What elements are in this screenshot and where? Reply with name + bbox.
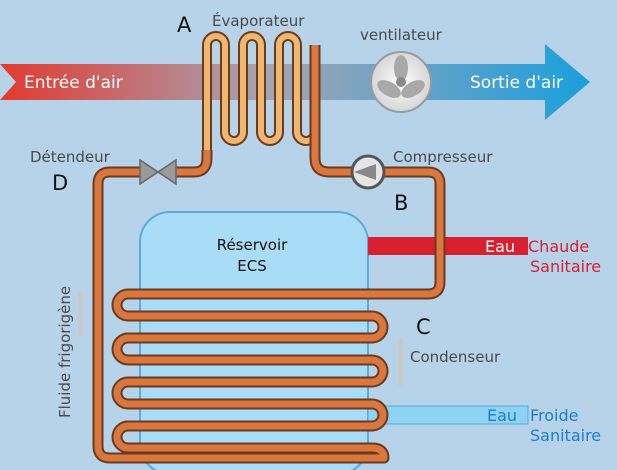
condenser-label: Condenseur [410,348,501,366]
air-out-label: Sortie d'air [470,73,563,93]
evaporator-coil [202,31,320,150]
refrigerant-circuit [92,45,446,464]
expansion-valve-label: Détendeur [30,148,111,166]
expansion-valve-icon [139,158,177,186]
condenser-guide-bar [398,338,403,386]
evaporator-label: Évaporateur [212,11,305,30]
cold-water-label-eau: Eau [487,406,517,425]
refrigerant-guide-bar [78,292,83,336]
hot-water-pipe [368,237,528,255]
compressor-label: Compresseur [393,148,493,166]
hot-water-label-eau: Eau [485,237,515,256]
cold-water-label-froide: Froide [530,406,579,425]
tank-label-line1: Réservoir [217,236,288,254]
point-d-label: D [52,171,68,195]
compressor-icon [350,154,386,190]
fan-icon [370,51,432,113]
refrigerant-label: Fluide frigorigène [56,286,74,418]
point-b-label: B [394,191,408,215]
cold-water-pipe [367,405,529,425]
hot-water-label-sanitaire: Sanitaire [530,257,601,276]
tank-label-line2: ECS [237,257,266,275]
hot-water-label-chaude: Chaude [528,237,589,256]
air-in-label: Entrée d'air [24,73,123,93]
fan-label: ventilateur [360,26,443,44]
cold-water-label-sanitaire: Sanitaire [530,426,601,445]
point-a-label: A [177,13,192,37]
point-c-label: C [416,315,431,339]
